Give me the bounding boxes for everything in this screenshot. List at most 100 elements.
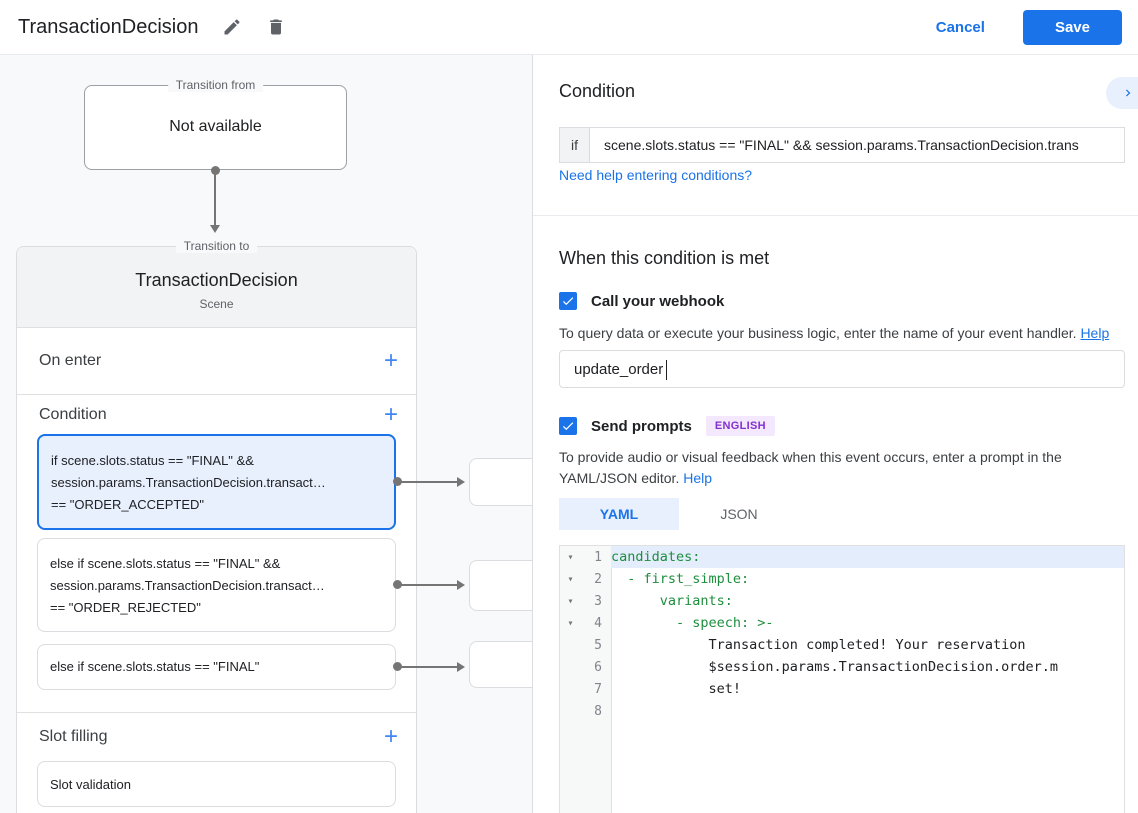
fold-arrow-icon[interactable]: ▾	[567, 595, 574, 607]
line-number: 5	[594, 637, 602, 653]
connector-arrowhead	[457, 477, 465, 487]
scene-card-header[interactable]: TransactionDecision Scene	[17, 247, 416, 327]
fold-arrow-icon[interactable]: ▾	[567, 573, 574, 585]
connector-line	[400, 666, 457, 668]
fold-arrow-icon[interactable]: ▾	[567, 551, 574, 563]
code-text	[611, 700, 1124, 722]
page-title: TransactionDecision	[18, 15, 199, 38]
fold-arrow-icon[interactable]: ▾	[567, 617, 574, 629]
conditions-help-link[interactable]: Need help entering conditions?	[559, 167, 753, 183]
line-number: 8	[594, 703, 602, 719]
transition-from-box: Transition from Not available	[84, 78, 347, 170]
line-number: 6	[594, 659, 602, 675]
add-condition-button[interactable]: +	[383, 400, 398, 428]
slot-validation-card[interactable]: Slot validation	[37, 761, 396, 807]
editor-line[interactable]: 6 $session.params.TransactionDecision.or…	[560, 656, 1124, 678]
condition-expression-input[interactable]	[589, 127, 1125, 163]
line-number: 3	[594, 593, 602, 609]
condition-expression-row: if	[559, 127, 1125, 163]
slot-filling-section: Slot filling + Slot validation	[17, 712, 416, 807]
webhook-helper-text: To query data or execute your business l…	[559, 323, 1125, 344]
condition-line: == "ORDER_ACCEPTED"	[51, 497, 204, 512]
connector-dot	[211, 166, 220, 175]
webhook-handler-input[interactable]	[560, 360, 1124, 378]
collapse-panel-button[interactable]	[1106, 77, 1138, 109]
code-text: variants:	[611, 593, 733, 609]
line-number: 4	[594, 615, 602, 631]
top-bar: TransactionDecision Cancel Save	[0, 0, 1138, 55]
editor-line[interactable]: ▾ 4 - speech: >-	[560, 612, 1124, 634]
transition-target-box[interactable]	[469, 458, 532, 506]
editor-line[interactable]: 8	[560, 700, 1124, 722]
code-text: $session.params.TransactionDecision.orde…	[611, 659, 1059, 675]
scene-type-label: Scene	[199, 297, 234, 311]
line-number: 1	[594, 549, 602, 565]
condition-section: Condition + if scene.slots.status == "FI…	[17, 394, 416, 712]
text-cursor	[666, 360, 667, 380]
trash-icon	[270, 19, 283, 35]
when-condition-met-heading: When this condition is met	[559, 248, 770, 268]
code-text: - first_simple:	[611, 571, 750, 587]
editor-line[interactable]: ▾ 3 variants:	[560, 590, 1124, 612]
editor-line[interactable]: ▾ 1 candidates:	[560, 546, 1124, 568]
save-button[interactable]: Save	[1022, 9, 1122, 45]
condition-editor-panel: Condition if Need help entering conditio…	[532, 55, 1138, 813]
condition-card-selected[interactable]: if scene.slots.status == "FINAL" && sess…	[37, 434, 396, 530]
prompts-helper-text: To provide audio or visual feedback when…	[559, 447, 1125, 489]
send-prompts-row: Send prompts ENGLISH	[559, 416, 775, 436]
yaml-code-editor[interactable]: ▾ 1 candidates: ▾ 2 - first_simple: ▾ 3 …	[559, 545, 1125, 813]
connector-line	[400, 481, 457, 483]
call-webhook-checkbox[interactable]	[559, 292, 577, 310]
editor-line[interactable]: 7 set!	[560, 678, 1124, 700]
prompts-help-link[interactable]: Help	[683, 470, 713, 486]
prompts-helper-body: To provide audio or visual feedback when…	[559, 449, 1062, 486]
edit-title-button[interactable]	[222, 17, 242, 37]
condition-line: == "ORDER_REJECTED"	[50, 600, 201, 615]
add-slot-button[interactable]: +	[383, 723, 398, 750]
section-divider	[533, 215, 1138, 216]
transition-from-value: Not available	[169, 118, 262, 135]
transition-from-legend: Transition from	[167, 78, 264, 92]
code-text: Transaction completed! Your reservation	[611, 637, 1026, 653]
connector-arrowhead	[457, 580, 465, 590]
connector-line	[400, 584, 457, 586]
condition-line: else if scene.slots.status == "FINAL"	[50, 659, 260, 674]
condition-heading: Condition	[559, 81, 636, 101]
if-label: if	[559, 127, 589, 163]
checkmark-icon	[562, 297, 574, 306]
cancel-button[interactable]: Cancel	[935, 18, 985, 36]
add-on-enter-button[interactable]: +	[383, 347, 398, 374]
prompt-format-tabs: YAML JSON	[559, 498, 799, 530]
condition-line: session.params.TransactionDecision.trans…	[51, 475, 326, 490]
transition-target-box[interactable]	[469, 560, 532, 611]
scene-diagram-panel: Transition from Not available Transition…	[0, 55, 532, 813]
pencil-icon	[224, 19, 240, 35]
transition-target-box[interactable]	[469, 641, 532, 688]
checkmark-icon	[562, 422, 574, 431]
code-text: candidates:	[611, 546, 1124, 568]
connector-arrowhead	[457, 662, 465, 672]
on-enter-label: On enter	[39, 352, 102, 369]
webhook-helper-body: To query data or execute your business l…	[559, 325, 1077, 341]
code-text: set!	[611, 681, 742, 697]
language-badge: ENGLISH	[705, 416, 775, 436]
transition-to-legend: Transition to	[175, 239, 258, 253]
tab-yaml[interactable]: YAML	[559, 498, 679, 530]
line-number: 7	[594, 681, 602, 697]
delete-scene-button[interactable]	[266, 17, 286, 37]
connector-dot	[393, 477, 402, 486]
editor-line[interactable]: ▾ 2 - first_simple:	[560, 568, 1124, 590]
webhook-help-link[interactable]: Help	[1080, 325, 1110, 341]
tab-json[interactable]: JSON	[720, 506, 758, 522]
slot-filling-label: Slot filling	[39, 728, 108, 745]
webhook-field-wrap	[559, 350, 1125, 388]
editor-line[interactable]: 5 Transaction completed! Your reservatio…	[560, 634, 1124, 656]
condition-line: else if scene.slots.status == "FINAL" &&	[50, 556, 281, 571]
condition-card[interactable]: else if scene.slots.status == "FINAL" &&…	[37, 538, 396, 632]
send-prompts-checkbox[interactable]	[559, 417, 577, 435]
send-prompts-label: Send prompts	[591, 417, 692, 435]
connector-dot	[393, 662, 402, 671]
condition-card[interactable]: else if scene.slots.status == "FINAL"	[37, 644, 396, 690]
on-enter-section: On enter +	[17, 327, 416, 394]
line-number: 2	[594, 571, 602, 587]
